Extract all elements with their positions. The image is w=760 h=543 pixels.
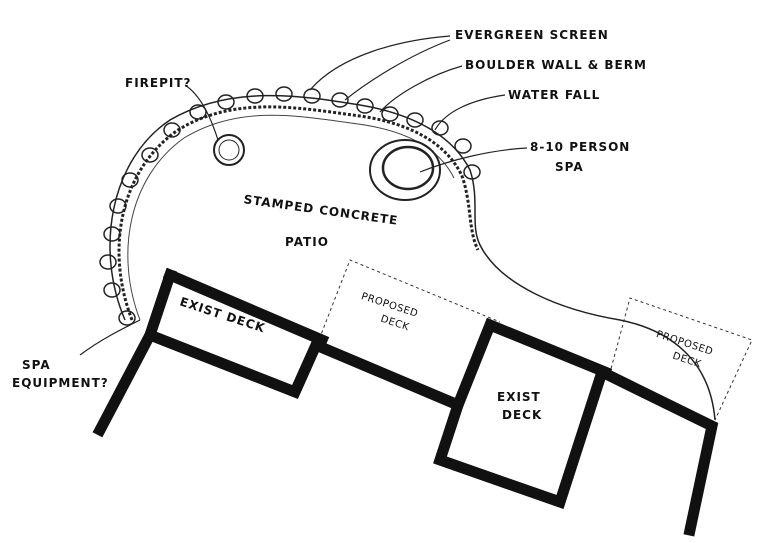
label-spa-equipment-1: Spa	[22, 358, 51, 372]
label-spa-line1: 8-10 Person	[530, 140, 631, 154]
label-exist-deck-center-2: Deck	[502, 408, 543, 422]
label-patio-line2: Patio	[285, 235, 329, 249]
boulder-wall	[117, 105, 480, 321]
evergreen-screen	[99, 86, 481, 326]
spa	[369, 139, 441, 201]
firepit	[213, 134, 245, 166]
leader-lines	[79, 35, 528, 356]
proposed-decks	[314, 259, 753, 421]
label-waterfall: Water Fall	[508, 88, 601, 102]
label-spa-equipment-2: Equipment?	[12, 376, 109, 390]
label-exist-deck-center-1: Exist	[497, 390, 541, 404]
label-evergreen-screen: Evergreen Screen	[455, 28, 609, 42]
label-spa-line2: Spa	[555, 160, 584, 174]
label-boulder-wall: Boulder Wall & Berm	[465, 58, 647, 72]
house-outline	[92, 267, 719, 537]
label-firepit: Firepit?	[125, 76, 192, 90]
boulder-wall-inner	[127, 114, 455, 321]
